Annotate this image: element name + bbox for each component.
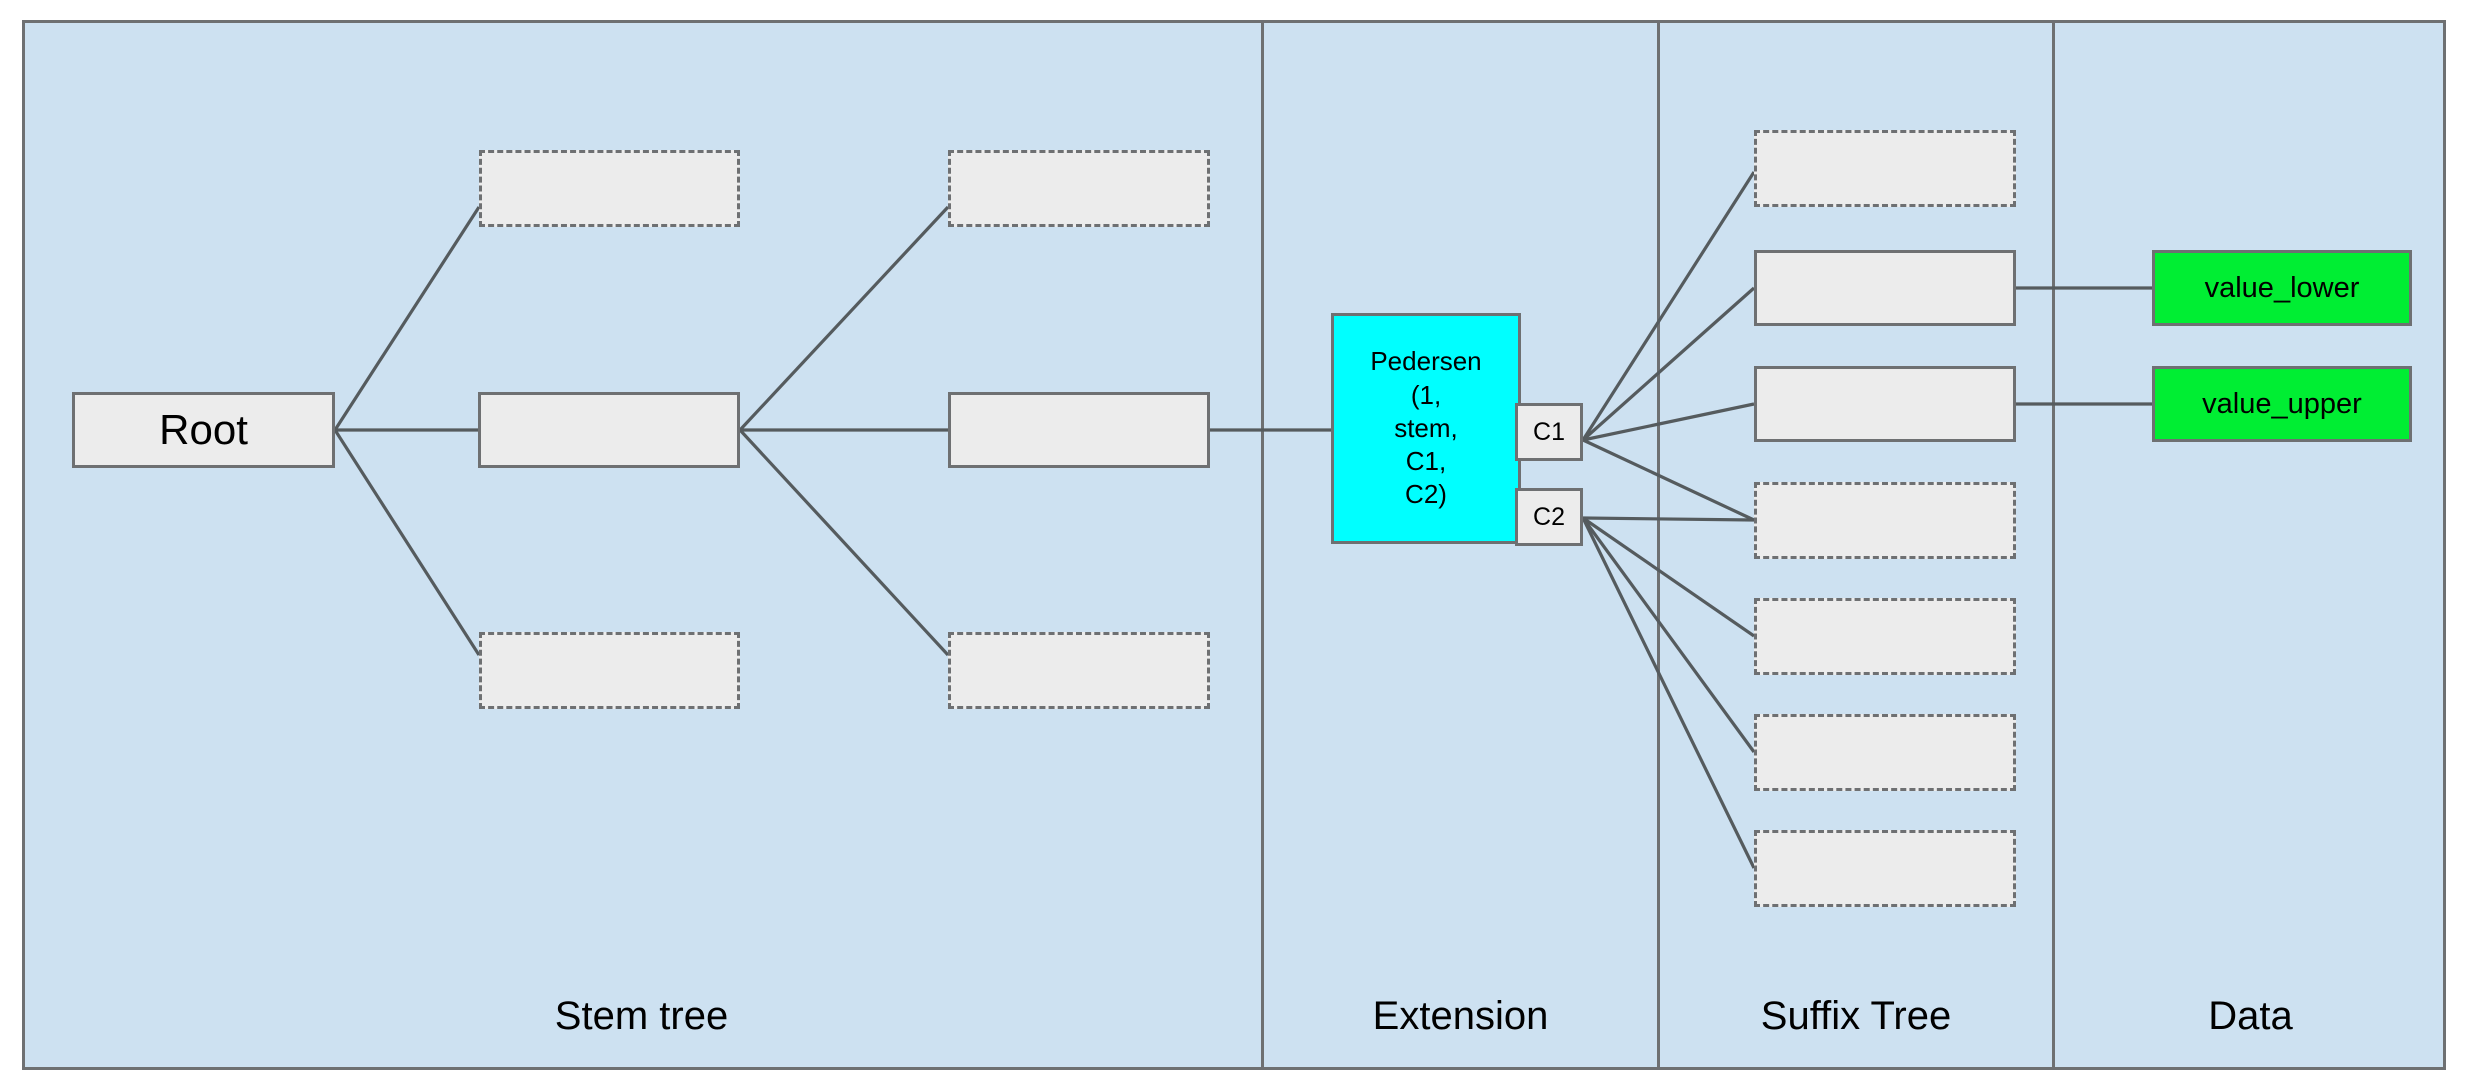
stem-node-s2-top[interactable]: [948, 150, 1210, 227]
section-label-suffix-tree-text: Suffix Tree: [1760, 994, 1952, 1038]
suffix-node-1[interactable]: [1754, 130, 2016, 207]
diagram-frame: [22, 20, 2446, 1070]
commitment-chip-c1-label: C1: [1533, 417, 1565, 446]
section-label-stem-tree: Stem tree: [22, 996, 1261, 1036]
suffix-node-7[interactable]: [1754, 830, 2016, 907]
commitment-chip-c2-label: C2: [1533, 502, 1565, 531]
section-label-data: Data: [2055, 996, 2446, 1036]
stem-node-s2-middle[interactable]: [948, 392, 1210, 468]
suffix-node-2[interactable]: [1754, 250, 2016, 326]
section-label-suffix-tree: Suffix Tree: [1660, 996, 2052, 1036]
suffix-node-4[interactable]: [1754, 482, 2016, 559]
commitment-line-3: stem,: [1394, 412, 1458, 443]
commitment-line-5: C2): [1405, 479, 1447, 510]
commitment-line-1: Pedersen: [1370, 346, 1482, 377]
section-label-data-text: Data: [2208, 994, 2293, 1038]
stem-node-s1-top[interactable]: [479, 150, 740, 227]
stem-node-root[interactable]: Root: [72, 392, 335, 468]
commitment-chip-c1[interactable]: C1: [1515, 403, 1583, 461]
commitment-chip-c2[interactable]: C2: [1515, 488, 1583, 546]
section-label-extension: Extension: [1264, 996, 1657, 1036]
data-node-value-lower[interactable]: value_lower: [2152, 250, 2412, 326]
divider-suffix-data: [2052, 20, 2055, 1070]
divider-stem-extension: [1261, 20, 1264, 1070]
stem-node-s1-bottom[interactable]: [479, 632, 740, 709]
section-label-extension-text: Extension: [1372, 994, 1549, 1038]
suffix-node-3[interactable]: [1754, 366, 2016, 442]
suffix-node-6[interactable]: [1754, 714, 2016, 791]
stem-node-s2-bottom[interactable]: [948, 632, 1210, 709]
stem-node-s1-middle[interactable]: [478, 392, 740, 468]
divider-extension-suffix: [1657, 20, 1660, 1070]
commitment-line-2: (1,: [1410, 379, 1442, 410]
data-node-value-upper[interactable]: value_upper: [2152, 366, 2412, 442]
section-label-stem-tree-text: Stem tree: [554, 994, 729, 1038]
data-node-value-upper-label: value_upper: [2202, 387, 2362, 420]
data-node-value-lower-label: value_lower: [2204, 271, 2360, 304]
suffix-node-5[interactable]: [1754, 598, 2016, 675]
pedersen-commitment-node[interactable]: Pedersen (1, stem, C1, C2): [1331, 313, 1521, 544]
stem-node-root-label: Root: [159, 406, 248, 453]
commitment-line-4: C1,: [1405, 446, 1447, 477]
